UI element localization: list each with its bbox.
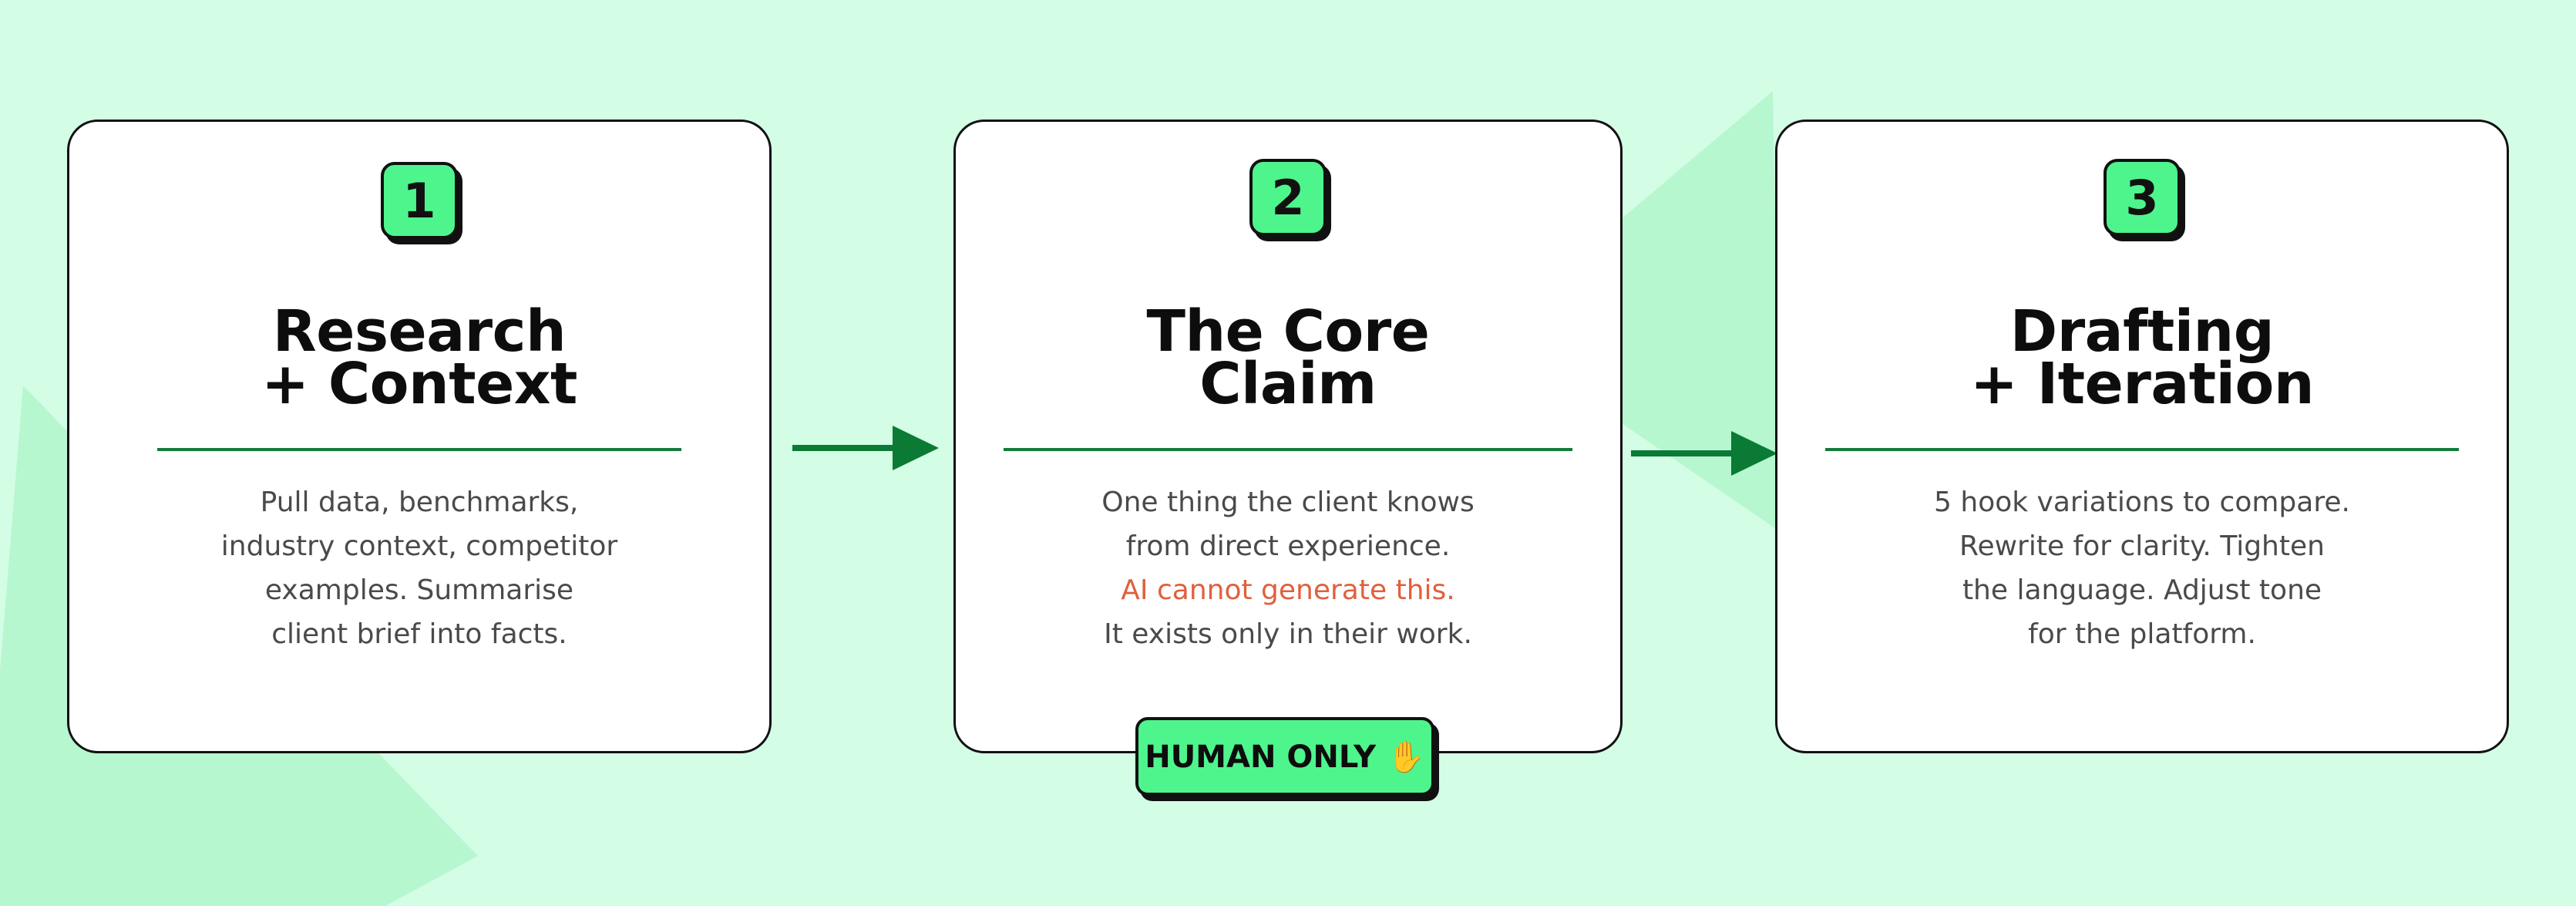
arrow-right-icon: [1631, 431, 1777, 476]
description-line: examples. Summarise: [264, 574, 574, 606]
step-number-badge: 1: [381, 162, 458, 239]
step-title: Drafting + Iteration: [1777, 298, 2507, 417]
step-description: One thing the client knows from direct e…: [956, 480, 1620, 656]
background-shape: [1488, 91, 1781, 532]
divider: [1825, 448, 2459, 451]
description-line: client brief into facts.: [271, 618, 567, 650]
step-number-badge: 3: [2104, 159, 2181, 236]
step-card-drafting: 3 Drafting + Iteration 5 hook variations…: [1775, 120, 2509, 753]
step-title-line: + Context: [261, 351, 577, 417]
divider: [1004, 448, 1572, 451]
human-only-badge: HUMAN ONLY ✋: [1135, 717, 1434, 796]
description-line: the language. Adjust tone: [1962, 574, 2322, 606]
divider: [157, 448, 681, 451]
step-title: The Core Claim: [956, 298, 1620, 417]
step-description: 5 hook variations to compare. Rewrite fo…: [1777, 480, 2507, 656]
description-line: industry context, competitor: [220, 530, 618, 562]
description-line: It exists only in their work.: [1104, 618, 1472, 650]
arrow-right-icon: [792, 426, 939, 470]
step-title-line: Claim: [1199, 351, 1377, 417]
step-title: Research + Context: [69, 298, 769, 417]
description-line: One thing the client knows: [1101, 487, 1475, 518]
description-line: for the platform.: [2028, 618, 2256, 650]
step-title-line: Research: [272, 298, 567, 365]
description-line: Rewrite for clarity. Tighten: [1959, 530, 2325, 562]
step-title-line: The Core: [1146, 298, 1430, 365]
ai-warning-line: AI cannot generate this.: [1121, 574, 1455, 606]
step-card-core-claim: 2 The Core Claim One thing the client kn…: [953, 120, 1623, 753]
step-title-line: Drafting: [2009, 298, 2275, 365]
step-card-research: 1 Research + Context Pull data, benchmar…: [67, 120, 772, 753]
description-line: from direct experience.: [1125, 530, 1451, 562]
step-description: Pull data, benchmarks, industry context,…: [69, 480, 769, 656]
description-line: 5 hook variations to compare.: [1934, 487, 2350, 518]
description-line: Pull data, benchmarks,: [260, 487, 579, 518]
step-number-badge: 2: [1249, 159, 1327, 236]
step-title-line: + Iteration: [1969, 351, 2315, 417]
